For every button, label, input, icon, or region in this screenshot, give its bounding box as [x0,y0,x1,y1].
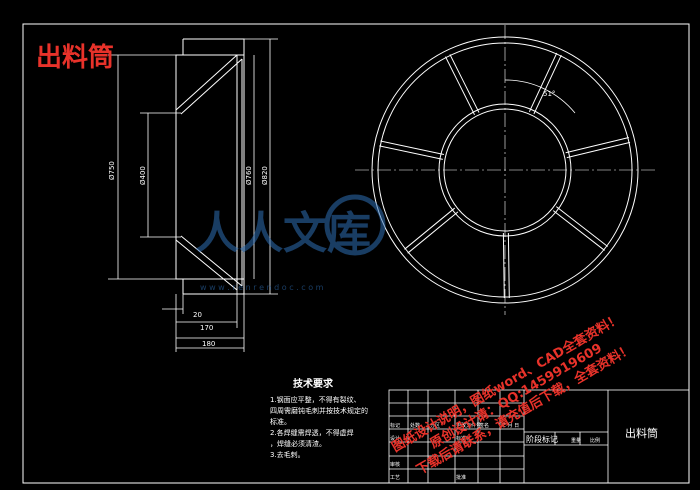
rib-line [445,56,476,116]
rib-line [380,140,445,155]
dim-d820: Ø820 [261,166,269,185]
tb-scale: 比例 [590,437,600,444]
rib-line [404,207,456,250]
rib-line [507,232,510,298]
tb-weight: 重量 [571,437,581,444]
watermark-brand: 人人文库 [195,208,371,259]
red-stamp: 图纸设计说明，图纸word、CAD全套资料！ 原创设计请：QQ:14599196… [389,311,636,479]
dim-w170: 170 [200,324,213,332]
tb-mark: 标记 [390,422,400,429]
tb-approve: 批准 [456,474,466,481]
tech-req-heading: 技术要求 [293,377,334,390]
watermark-url: w w w . r e n r e n d o c . c o m [200,283,324,292]
dim-w180: 180 [202,340,215,348]
side-dimensions [108,38,278,352]
tb-sign: 签名 [479,422,489,429]
top-view [355,25,655,315]
tb-standard: 标准化 [456,435,471,442]
side-view [175,38,245,295]
dim-w20: 20 [193,311,202,319]
tech-req-line-3: 标准。 [270,417,291,426]
tb-design: 设计 [390,435,400,442]
tech-req-line-5: ，焊缝必须清渣。 [270,439,326,448]
rib-line [533,54,562,115]
dim-d760: Ø760 [245,166,253,185]
tb-part-name: 出料筒 [625,426,658,440]
drawing-border [22,23,690,484]
rib-line [379,145,443,160]
rib-line [502,233,505,299]
drawing-title-red: 出料筒 [36,42,114,73]
tb-process: 工艺 [390,475,400,481]
red-stamp-line-2: 原创设计请：QQ:1459919609 [427,340,605,452]
tech-req-line-4: 2.各焊缝需焊透，不得虚焊 [270,428,354,437]
tb-zone: 分区 [430,422,440,429]
tech-req-line-2: 四周需磨钝毛刺并按技术规定的 [270,406,368,415]
tech-req-line-6: 3.去毛刺。 [270,450,305,459]
rib-line [449,54,480,113]
rib-line [528,52,558,113]
tb-date: 年 月 日 [501,422,519,429]
rib-line [552,210,605,251]
dim-d400: Ø400 [139,166,147,185]
rib-line [566,141,631,159]
rib-line [565,136,629,154]
rib-line [407,211,459,254]
tb-stage: 阶段标记 [526,434,558,444]
tb-docno: 更改文件号 [456,422,481,429]
watermark: 人人文库 w w w . r e n r e n d o c . c o m [195,194,386,292]
title-block [388,389,690,484]
tb-review: 审核 [390,461,400,468]
tb-count: 处数 [410,422,420,429]
tech-req-line-1: 1.钢面应平整，不得有裂纹、 [270,395,361,404]
dim-d750: Ø750 [108,161,116,180]
rib-line [556,206,608,247]
dim-angle: 51° [543,90,555,98]
red-stamp-line-1: 图纸设计说明，图纸word、CAD全套资料！ [389,311,624,456]
